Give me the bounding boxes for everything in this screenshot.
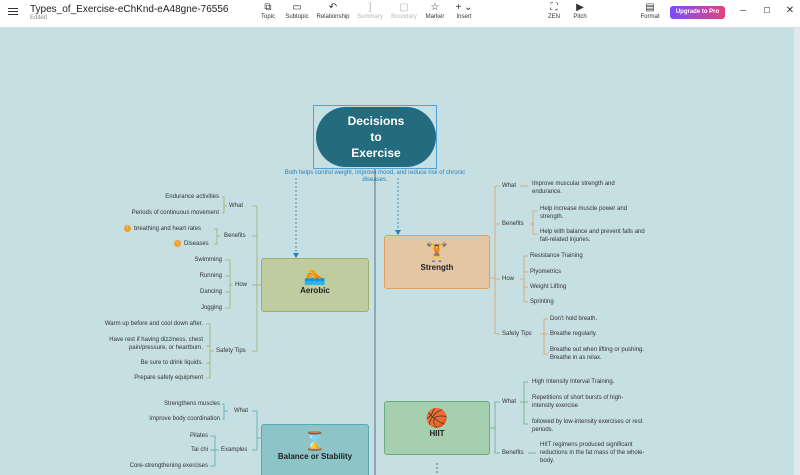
aerobic-topic[interactable]: 🏊 Aerobic [261,258,369,312]
upgrade-button[interactable]: Upgrade to Pro [670,6,725,19]
title-bar: Types_of_Exercise-eChKnd-eA48gne-76556 E… [0,0,800,28]
central-topic[interactable]: Decisions to Exercise [316,107,436,167]
list-item[interactable]: Weight Lifting [530,284,567,290]
balance-what-label[interactable]: What [234,408,249,414]
list-item[interactable]: Prepare safety equipment [134,375,203,381]
balance-examples-label[interactable]: Examples [221,447,248,453]
connector-lines [206,168,548,475]
list-item[interactable]: Repetitions of short bursts of high-inte… [532,395,624,409]
strength-what-label[interactable]: What [502,183,517,189]
list-item[interactable]: Improve muscular strength and endurance. [532,181,615,195]
list-item[interactable]: ↑breathing and heart rates [124,225,201,233]
mind-map-canvas[interactable]: Decisions to Exercise Both helps control… [0,28,800,475]
format-button[interactable]: ▤Format [630,2,670,20]
list-item[interactable]: Help with balance and prevent falls and … [540,229,645,243]
summary-icon: ] [368,2,372,13]
list-item[interactable]: Be sure to drink liquids. [140,360,203,366]
format-icon: ▤ [645,2,655,13]
strength-topic[interactable]: 🏋 Strength [384,235,490,289]
marker-badge-icon: ↓ [174,240,181,247]
list-item[interactable]: High Intensity Interval Training. [532,379,615,385]
basketball-icon: 🏀 [425,408,449,428]
relationship-note[interactable]: Both helps control weight, improve mood,… [284,170,466,183]
list-item[interactable]: Don't hold breath. [550,316,598,322]
subtopic-icon: ▭ [292,2,302,13]
pitch-icon: ▶ [576,2,584,13]
swimmer-icon: 🏊 [303,265,327,285]
summary-button[interactable]: ]Summary [350,2,390,20]
strength-how-label[interactable]: How [502,276,515,282]
aerobic-benefits-label[interactable]: Benefits [224,233,246,239]
list-item[interactable]: Periods of continuous movement [131,210,219,216]
list-item[interactable]: Plyometrics [530,269,562,275]
dumbbell-icon: 🏋 [425,242,449,262]
topic-button[interactable]: ⧉Topic [248,2,288,20]
list-item[interactable]: Breathe out when lifting or pushing. Bre… [550,347,645,361]
list-item[interactable]: Tai chi [190,447,208,453]
boundary-button[interactable]: ▢Boundary [384,2,424,20]
document-title[interactable]: Types_of_Exercise-eChKnd-eA48gne-76556 [30,4,229,15]
list-item[interactable]: Sprinting [530,299,554,305]
list-item[interactable]: Dancing [199,289,222,295]
subtopic-button[interactable]: ▭Subtopic [277,2,317,20]
hiit-topic[interactable]: 🏀 HIIT [384,401,490,455]
insert-icon: + ⌄ [455,2,473,13]
list-item[interactable]: Jogging [200,305,222,311]
list-item[interactable]: Running [199,273,222,279]
hiit-benefits-label[interactable]: Benefits [502,450,524,456]
insert-button[interactable]: + ⌄Insert [444,2,484,20]
marker-badge-icon: ↑ [124,225,131,232]
balance-topic[interactable]: ⌛ Balance or Stability [261,424,369,475]
list-item[interactable]: Core-strengthening exercises [129,463,208,469]
close-icon[interactable]: ✕ [785,5,795,16]
relationship-icon: ↶ [328,2,338,13]
marker-icon: ☆ [430,2,440,13]
zen-icon: ⛶ [550,2,558,13]
minimize-icon[interactable]: – [740,5,746,16]
strength-benefits-label[interactable]: Benefits [502,221,524,227]
list-item[interactable]: Warm up before and cool down after. [104,321,203,327]
list-item[interactable]: ↓Diseases [174,240,209,248]
list-item[interactable]: Have rest if having dizziness, chest pai… [109,337,203,351]
relationship-button[interactable]: ↶Relationship [313,2,353,20]
list-item[interactable]: Improve body coordination [149,416,220,422]
hiit-what-label[interactable]: What [502,399,517,405]
marker-button[interactable]: ☆Marker [415,2,455,20]
pitch-button[interactable]: ▶Pitch [560,2,600,20]
aerobic-what-label[interactable]: What [229,203,244,209]
aerobic-safety-label[interactable]: Safety Tips [216,348,246,354]
list-item[interactable]: Breathe regularly. [550,331,597,337]
aerobic-how-label[interactable]: How [235,282,248,288]
selection-frame [313,105,437,169]
hourglass-icon: ⌛ [303,431,327,451]
list-item[interactable]: Pilates [189,433,208,439]
list-item[interactable]: Endurance activities [165,194,219,200]
list-item[interactable]: followed by low-intensity exercises or r… [532,419,643,433]
strength-safety-label[interactable]: Safety Tips [502,331,532,337]
maximize-icon[interactable]: ☐ [763,6,771,15]
app-menu-icon[interactable] [8,7,18,17]
topic-icon: ⧉ [264,2,272,13]
boundary-icon: ▢ [399,2,409,13]
vertical-scrollbar[interactable] [794,28,800,475]
list-item[interactable]: Help increase muscle power and strength. [540,206,628,220]
list-item[interactable]: Swimming [194,257,222,263]
list-item[interactable]: HIIT regimens produced significant reduc… [540,442,645,464]
list-item[interactable]: Strengthens muscles [163,401,220,407]
list-item[interactable]: Resistance Training [530,253,583,259]
zen-button[interactable]: ⛶ZEN [534,2,574,20]
document-status: Edited [30,15,48,21]
